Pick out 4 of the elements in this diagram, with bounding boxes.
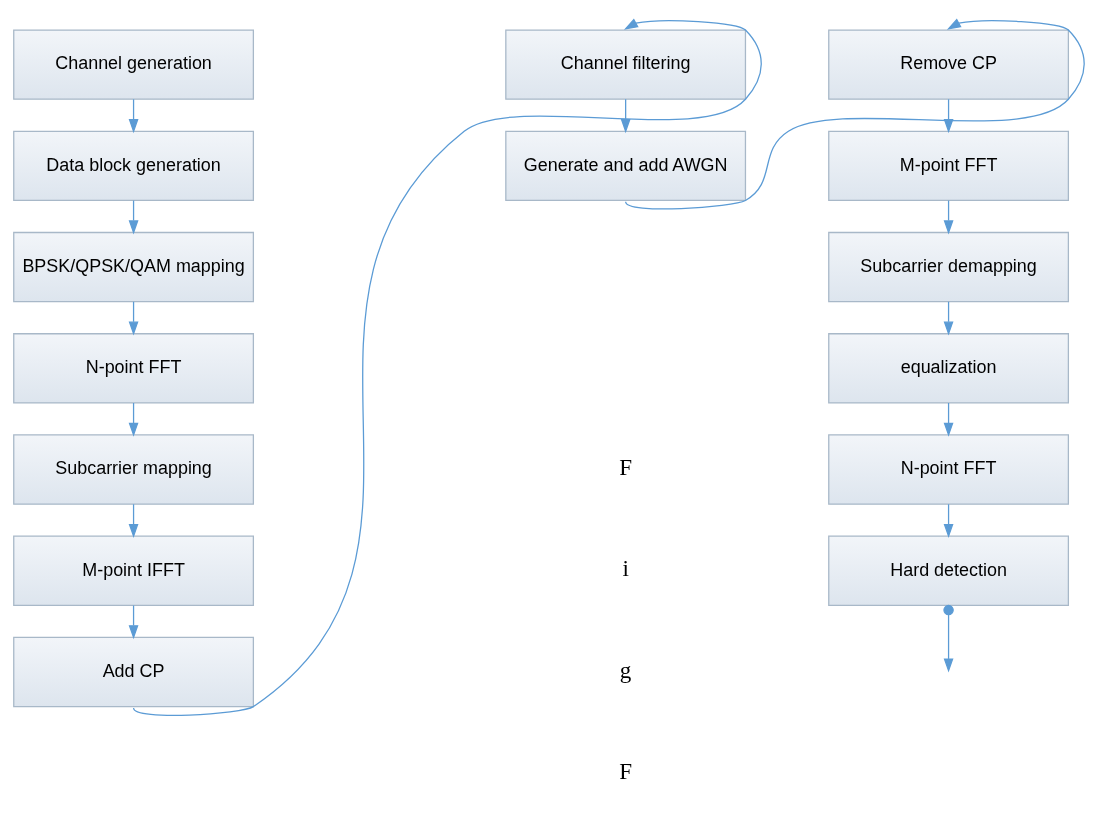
label: F xyxy=(619,454,633,481)
label: F xyxy=(619,757,633,784)
label: g xyxy=(619,656,632,683)
label: i xyxy=(622,555,629,582)
